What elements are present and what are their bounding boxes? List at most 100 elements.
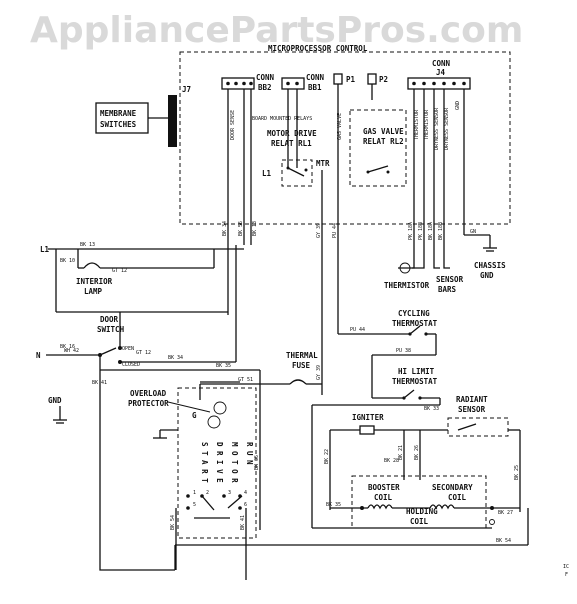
watermark: AppliancePartsPros.com xyxy=(30,10,523,51)
wire-code: WH 42 xyxy=(64,348,79,354)
corner-mark-2: F xyxy=(565,572,568,578)
wire-code: BK 16 xyxy=(60,344,75,350)
sensor-bars-label-2: BARS xyxy=(438,285,457,294)
interior-lamp-label-1: INTERIOR xyxy=(76,277,113,286)
wire-code: BK 34 xyxy=(222,221,228,236)
gas-valve-relay-box xyxy=(349,109,407,187)
chassis-gnd-label-2: GND xyxy=(480,271,494,280)
wire-code: GY 39 xyxy=(316,365,322,380)
wire-code: PU 44 xyxy=(332,223,338,238)
motor-box xyxy=(177,387,257,539)
wire-code: BK 41 xyxy=(240,515,246,530)
radiant-sensor-label-1: RADIANT xyxy=(456,395,488,404)
wire-code: BK 18B xyxy=(438,222,444,240)
microprocessor-control-box xyxy=(179,51,511,225)
p2-label: P2 xyxy=(379,75,388,84)
booster-coil xyxy=(367,504,393,510)
microprocessor-control-label: MICROPROCESSOR CONTROL xyxy=(268,44,368,53)
door-switch-label-1: DOOR xyxy=(100,315,119,324)
wire-code: BK 54 xyxy=(170,515,176,530)
thermistor2-vert-label: THERMISTOR xyxy=(424,109,430,140)
motor-drive-label: D R I V E xyxy=(215,442,224,483)
wire-code: BK 10 xyxy=(60,258,75,264)
door-sense-vert-label: DOOR SENSE xyxy=(230,110,236,140)
j7-connector xyxy=(168,95,177,147)
wire-code: BK 13 xyxy=(252,221,258,236)
conn-bb2-label-a: CONN xyxy=(256,73,275,82)
igniter-label: IGNITER xyxy=(352,413,384,422)
wire-code: PU 38 xyxy=(396,348,411,354)
sensor-bars-label-1: SENSOR xyxy=(436,275,464,284)
dryness-sensor-vert-label: DRYNESS SENSOR xyxy=(434,107,440,150)
radiant-sensor-label-2: SENSOR xyxy=(458,405,486,414)
gas-valve-relay-label-2: RELAT RL2 xyxy=(363,137,404,146)
thermal-fuse-label-2: FUSE xyxy=(292,361,311,370)
thermal-fuse-label-1: THERMAL xyxy=(286,351,318,360)
corner-mark-1: IC xyxy=(563,564,569,570)
conn-bb1-label-b: BB1 xyxy=(308,83,322,92)
cycling-thermostat-label-1: CYCLING xyxy=(398,309,430,318)
wire-code: BK 35 xyxy=(254,455,260,470)
thermistor-label: THERMISTOR xyxy=(384,281,430,290)
wire-code: BK 25 xyxy=(514,465,520,480)
mtr-label: MTR xyxy=(316,159,330,168)
wire-code: PK 18B xyxy=(418,222,424,240)
wire-code: GY 39 xyxy=(316,223,322,238)
interior-lamp-label-2: LAMP xyxy=(84,287,103,296)
motor-run-label: R U N xyxy=(245,442,254,465)
switch-terminal-3: 3 xyxy=(228,490,231,496)
booster-coil-label-1: BOOSTER xyxy=(368,483,400,492)
holding-coil-label-1: HOLDING xyxy=(406,507,438,516)
overload-protector-label-2: PROTECTOR xyxy=(128,399,169,408)
conn-bb1-label-a: CONN xyxy=(306,73,325,82)
holding-coil-label-2: COIL xyxy=(410,517,429,526)
gnd-label: GND xyxy=(48,396,62,405)
p1-connector xyxy=(333,73,343,85)
wire-code: GN xyxy=(470,229,476,235)
wire-code: BK 56 xyxy=(238,221,244,236)
dryness-sensor2-vert-label: DRYNESS SENSOR xyxy=(444,107,450,150)
secondary-coil-label-1: SECONDARY xyxy=(432,483,473,492)
j4-connector xyxy=(407,77,471,90)
l1-label: L1 xyxy=(40,245,50,254)
membrane-switches-label-2: SWITCHES xyxy=(100,120,137,129)
wire-code: BK 34 xyxy=(168,355,183,361)
wire-code: BK 13 xyxy=(80,242,95,248)
board-mounted-relays-label: BOARD MOUNTED RELAYS xyxy=(252,116,312,122)
conn-bb1-connector xyxy=(281,77,305,90)
p1-label: P1 xyxy=(346,75,356,84)
switch-terminal-1: 1 xyxy=(193,490,196,496)
wire-code: BK 33 xyxy=(424,406,439,412)
door-switch-label-2: SWITCH xyxy=(97,325,125,334)
gas-valve-relay-label-1: GAS VALVE xyxy=(363,127,404,136)
wire-code: BK 18A xyxy=(428,222,434,240)
wire-code: BK 41 xyxy=(92,380,107,386)
gas-valve-vert-label: GAS VALVE xyxy=(337,113,343,140)
wire-code: GT 12 xyxy=(136,350,151,356)
conn-bb2-label-b: BB2 xyxy=(258,83,272,92)
switch-terminal-6: 6 xyxy=(244,502,247,508)
wire-code: GT 12 xyxy=(112,268,127,274)
wire-code: BK 26 xyxy=(414,445,420,460)
door-switch-open-label: OPEN xyxy=(122,346,134,352)
igniter xyxy=(359,425,375,435)
p2-connector xyxy=(367,73,377,85)
j7-label: J7 xyxy=(182,85,191,94)
thermistor-vert-label: THERMISTOR xyxy=(414,109,420,140)
motor-motor-label: M O T O R xyxy=(230,442,239,483)
door-switch-closed-label: CLOSED xyxy=(122,362,140,368)
conn-j4-label-a: CONN xyxy=(432,59,451,68)
switch-terminal-2: 2 xyxy=(206,490,209,496)
wire-code: BK 28 xyxy=(384,458,399,464)
wire-code: BK 35 xyxy=(216,363,231,369)
n-label: N xyxy=(36,351,41,360)
wire-code: BK 21 xyxy=(398,445,404,460)
wire-code: BK 54 xyxy=(496,538,511,544)
gnd-vert-label: GND xyxy=(455,101,461,110)
switch-terminal-5: 5 xyxy=(193,502,196,508)
l1-relay-label: L1 xyxy=(262,169,272,178)
wire-code: BK 22 xyxy=(324,449,330,464)
overload-protector-label-1: OVERLOAD xyxy=(130,389,167,398)
